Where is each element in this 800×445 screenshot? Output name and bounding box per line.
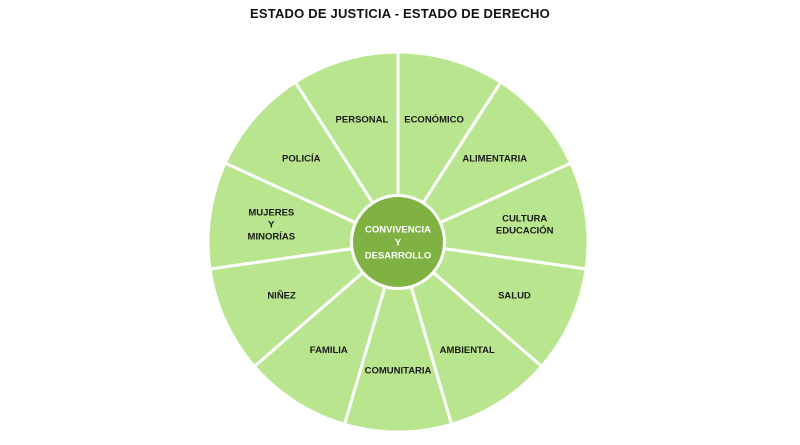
- segments-layer: [206, 50, 590, 434]
- segment-label: SALUD: [498, 291, 531, 302]
- segment-label-line: NIÑEZ: [267, 291, 296, 302]
- segment-label: AMBIENTAL: [440, 345, 495, 356]
- segment-label-line: CULTURA: [502, 213, 547, 224]
- segment-label-line: FAMILIA: [310, 345, 348, 356]
- segment-label-line: AMBIENTAL: [440, 345, 495, 356]
- segment-label: NIÑEZ: [267, 291, 296, 302]
- segment-label-line: SALUD: [498, 291, 531, 302]
- wheel-segment: [223, 80, 400, 244]
- segment-label-line: MUJERES: [248, 207, 294, 218]
- wheel-segment: [396, 240, 544, 426]
- wheel-segment: [208, 240, 400, 368]
- segment-label: ECONÓMICO: [404, 114, 464, 126]
- wheel-segment: [252, 240, 400, 426]
- segment-label-line: EDUCACIÓN: [496, 224, 554, 236]
- center-circle: [353, 197, 443, 287]
- segment-label-line: POLICÍA: [282, 154, 321, 165]
- segment-label: PERSONAL: [336, 115, 389, 126]
- segment-label-line: Y: [268, 219, 275, 230]
- center-label: CONVIVENCIA Y DESARROLLO: [365, 225, 432, 262]
- wheel-segment: [396, 80, 573, 244]
- segment-label: POLICÍA: [282, 154, 321, 165]
- center-label-line: DESARROLLO: [365, 251, 432, 262]
- center-label-line: CONVIVENCIA: [365, 225, 431, 236]
- segment-label-line: MINORÍAS: [248, 231, 296, 242]
- center-hub: CONVIVENCIA Y DESARROLLO: [350, 194, 446, 290]
- diagram-title: ESTADO DE JUSTICIA - ESTADO DE DERECHO: [250, 6, 550, 21]
- segment-label: COMUNITARIA: [365, 366, 432, 377]
- wheel-segment: [396, 50, 503, 244]
- segment-label-line: COMUNITARIA: [365, 366, 432, 377]
- segment-label: FAMILIA: [310, 345, 348, 356]
- segment-label-line: ALIMENTARIA: [462, 154, 527, 165]
- segment-label-line: ECONÓMICO: [404, 114, 464, 126]
- wheel-segment: [342, 240, 454, 434]
- segment-label-line: PERSONAL: [336, 115, 389, 126]
- wheel-segment: [293, 50, 400, 244]
- wheel-segment: [396, 240, 588, 368]
- segment-label: ALIMENTARIA: [462, 154, 527, 165]
- center-label-line: Y: [395, 238, 402, 249]
